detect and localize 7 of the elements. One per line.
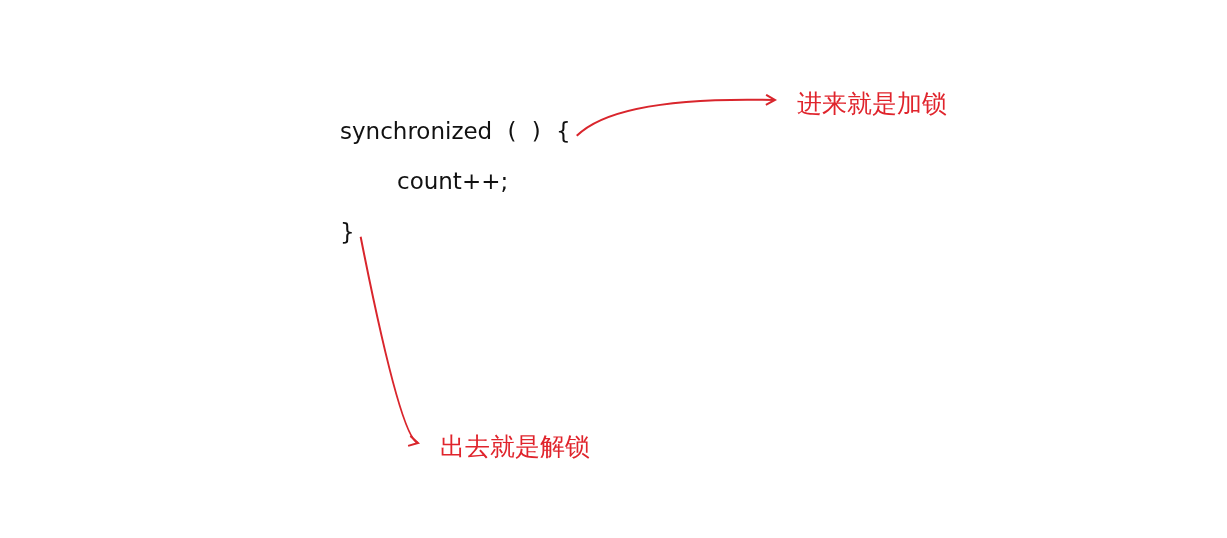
annotation-text: 进来就是加锁 [797,89,947,119]
arrow [575,93,776,137]
code-line: count++; [397,168,509,196]
annotation-text: 出去就是解锁 [440,432,590,462]
code-line: } [340,219,355,247]
code-line: synchronized ( ) { [340,118,571,146]
arrow [359,235,419,444]
